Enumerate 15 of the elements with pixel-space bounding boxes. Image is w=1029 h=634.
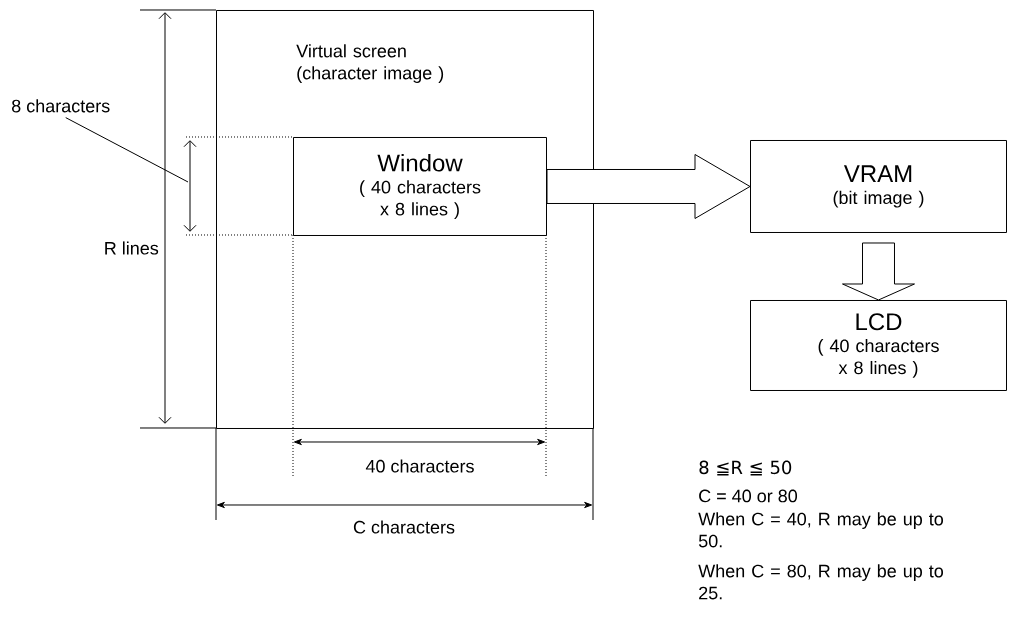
note-text: C = 40 or 80 — [699, 489, 798, 503]
block-arrow — [546, 154, 751, 219]
process-box: VRAM (bit image ) — [750, 140, 1007, 233]
process-box: LCD ( 40 characters x 8 lines ) — [750, 300, 1007, 391]
dimension-label: 40 characters — [365, 459, 474, 473]
box-title: Virtual screen (character image ) — [296, 44, 444, 83]
process-box: Window ( 40 characters x 8 lines ) — [293, 137, 547, 236]
note-text: When C = 40, R may be up to 50. — [698, 512, 943, 548]
note-text: When C = 80, R may be up to 25. — [698, 564, 943, 600]
leader-line — [65, 117, 189, 183]
dimension-label: C characters — [353, 520, 455, 534]
note-text: 8 ≦R ≦ 50 — [699, 460, 792, 476]
dimension-label: R lines — [105, 241, 159, 255]
dimension-label: 8 characters — [12, 99, 110, 113]
block-arrow — [842, 242, 915, 301]
